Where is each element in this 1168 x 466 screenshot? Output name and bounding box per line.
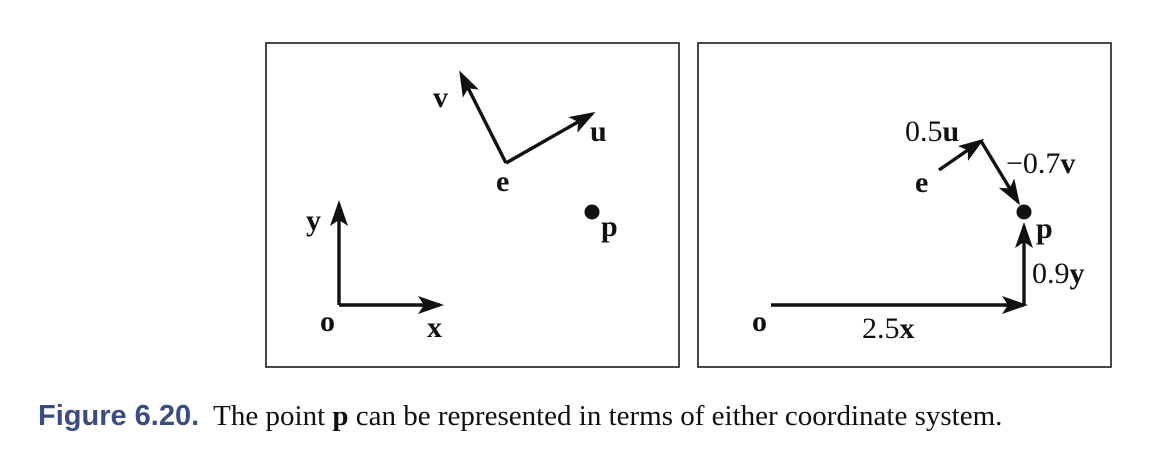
right-label-2-5x: 2.5x xyxy=(862,312,915,345)
caption-figure-label: Figure 6.20. xyxy=(38,400,200,432)
left-v-arrow xyxy=(459,70,508,164)
right-label-0-5u: 0.5u xyxy=(905,115,959,148)
right-0-5u-arrow xyxy=(938,138,985,172)
figure-caption: Figure 6.20. The point p can be represent… xyxy=(38,396,1148,436)
left-label-u: u xyxy=(590,115,607,148)
left-label-p: p xyxy=(601,210,618,243)
right-label-neg-0-7v: −0.7v xyxy=(1006,147,1075,180)
caption-text-before: The point xyxy=(213,400,333,432)
left-label-o: o xyxy=(320,305,335,338)
left-label-x: x xyxy=(427,311,442,344)
left-panel: o x y e u v p xyxy=(265,42,680,368)
right-coef-x: 2.5 xyxy=(862,312,900,345)
right-label-e: e xyxy=(915,166,928,199)
right-label-0-9y: 0.9y xyxy=(1032,257,1085,290)
left-point-p xyxy=(584,204,600,220)
right-label-o: o xyxy=(752,305,767,338)
right-neg-0-7v-arrow xyxy=(979,140,1021,206)
caption-bold-term: p xyxy=(332,400,349,432)
left-u-arrow xyxy=(505,112,596,165)
right-coef-v: −0.7 xyxy=(1006,147,1060,180)
right-panel-frame xyxy=(697,42,1112,368)
left-label-e: e xyxy=(496,165,509,198)
caption-text-after: can be represented in terms of either co… xyxy=(348,400,1003,432)
figure-diagram: o x y e u v p o 2.5x 0.9y e 0.5u −0.7v xyxy=(265,42,1112,368)
left-label-v: v xyxy=(433,81,448,114)
right-panel: o 2.5x 0.9y e 0.5u −0.7v p xyxy=(697,42,1112,368)
left-label-y: y xyxy=(306,204,321,237)
right-point-p xyxy=(1016,204,1032,220)
left-panel-frame xyxy=(265,42,680,368)
right-coef-u: 0.5 xyxy=(905,115,943,148)
right-coef-y: 0.9 xyxy=(1032,257,1070,290)
right-label-p: p xyxy=(1036,212,1053,245)
